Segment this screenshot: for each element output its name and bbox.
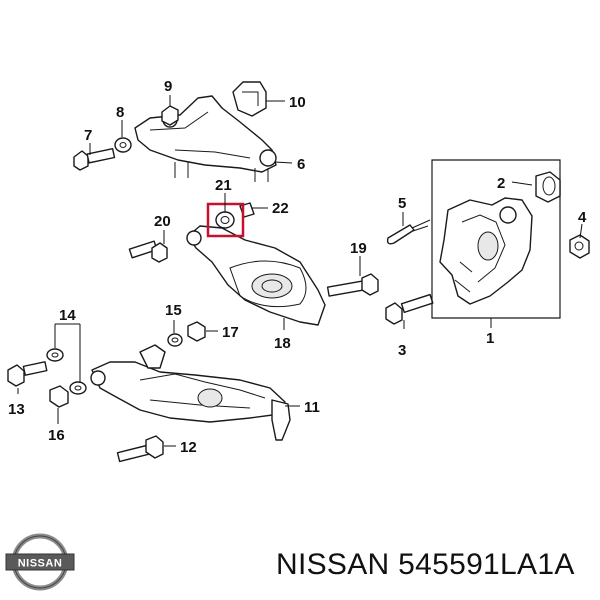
callout-8: 8 [116,104,124,121]
steering-knuckle [439,197,533,305]
nut-9 [161,105,179,126]
callout-5: 5 [398,195,406,212]
callout-2: 2 [497,175,505,192]
callout-12: 12 [180,439,197,456]
bolt-3 [385,293,434,325]
callout-18: 18 [274,335,291,352]
bump-stop-bracket [232,81,267,117]
knuckle-detail-box [431,159,561,319]
callout-20: 20 [154,213,171,230]
callout-1: 1 [486,330,494,347]
svg-text:NISSAN: NISSAN [18,558,63,570]
callout-14: 14 [59,307,76,324]
nut-17 [187,321,206,342]
callout-15: 15 [165,302,182,319]
callout-21: 21 [215,177,232,194]
lower-link-arm [90,344,286,423]
lower-control-arm [186,225,326,326]
bolt-7 [73,147,116,171]
nissan-logo-icon: NISSAN [5,533,75,591]
cotter-pin-5 [386,219,431,245]
washer-14b [69,381,87,395]
bushing-21 [215,211,235,229]
callout-19: 19 [350,240,367,257]
ball-joint [271,399,291,441]
callout-11: 11 [304,399,320,416]
bolt-12 [116,435,164,463]
callout-13: 13 [8,401,25,418]
callout-9: 9 [164,78,172,95]
callout-22: 22 [272,200,289,217]
callout-4: 4 [578,209,587,226]
washer-14a [46,348,64,362]
leader-lines [17,95,583,447]
callout-labels: 1 2 3 4 5 6 7 8 9 10 11 12 13 14 15 16 1… [8,78,587,456]
nut-4 [569,234,590,259]
bolt-19 [326,273,379,297]
callout-3: 3 [398,342,406,359]
callout-6: 6 [297,156,305,173]
callout-16: 16 [48,427,65,444]
callout-10: 10 [289,94,306,111]
callout-7: 7 [84,127,92,144]
washer-8 [114,137,132,153]
part-number: NISSAN 545591LA1A [276,548,575,581]
washer-15 [167,333,183,347]
bushing-2 [535,171,561,203]
callout-17: 17 [222,324,239,341]
nut-16 [49,385,69,408]
bolt-20 [128,240,168,263]
bolt-13 [7,361,48,387]
